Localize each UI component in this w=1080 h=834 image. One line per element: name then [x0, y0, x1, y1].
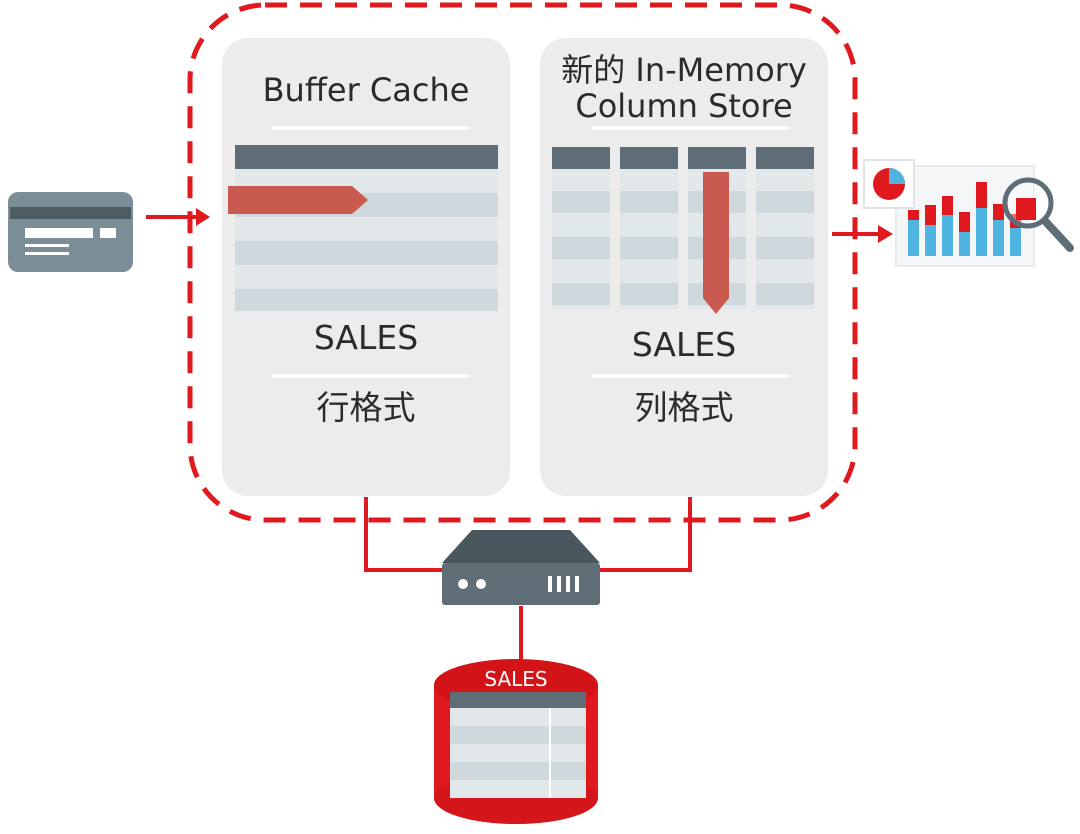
database-icon [434, 659, 598, 824]
buffer-cache-table-name: SALES [313, 318, 419, 357]
row-format-table [235, 145, 498, 311]
column-store-format: 列格式 [634, 388, 734, 427]
server-connectors [364, 497, 692, 660]
column-store-table-name: SALES [631, 325, 737, 364]
memory-boundary [187, 2, 858, 523]
input-arrow [146, 208, 210, 226]
buffer-cache-format: 行格式 [316, 388, 416, 427]
bar-group [908, 182, 1021, 256]
column-store-title-line1: 新的 In-Memory [561, 51, 807, 89]
column-format-table [552, 147, 814, 309]
pie-chart-icon [863, 159, 915, 209]
credit-card-icon [8, 192, 133, 272]
buffer-cache-title: Buffer Cache [262, 71, 470, 109]
database-label: SALES [484, 667, 548, 691]
output-arrow [832, 225, 893, 243]
buffer-cache-pane [222, 38, 510, 496]
column-scan-arrow [703, 172, 729, 314]
row-scan-arrow [228, 186, 368, 214]
column-store-pane [540, 38, 828, 496]
magnifier-icon [1002, 177, 1074, 252]
column-store-title-line2: Column Store [575, 87, 793, 125]
server-icon [442, 530, 600, 605]
